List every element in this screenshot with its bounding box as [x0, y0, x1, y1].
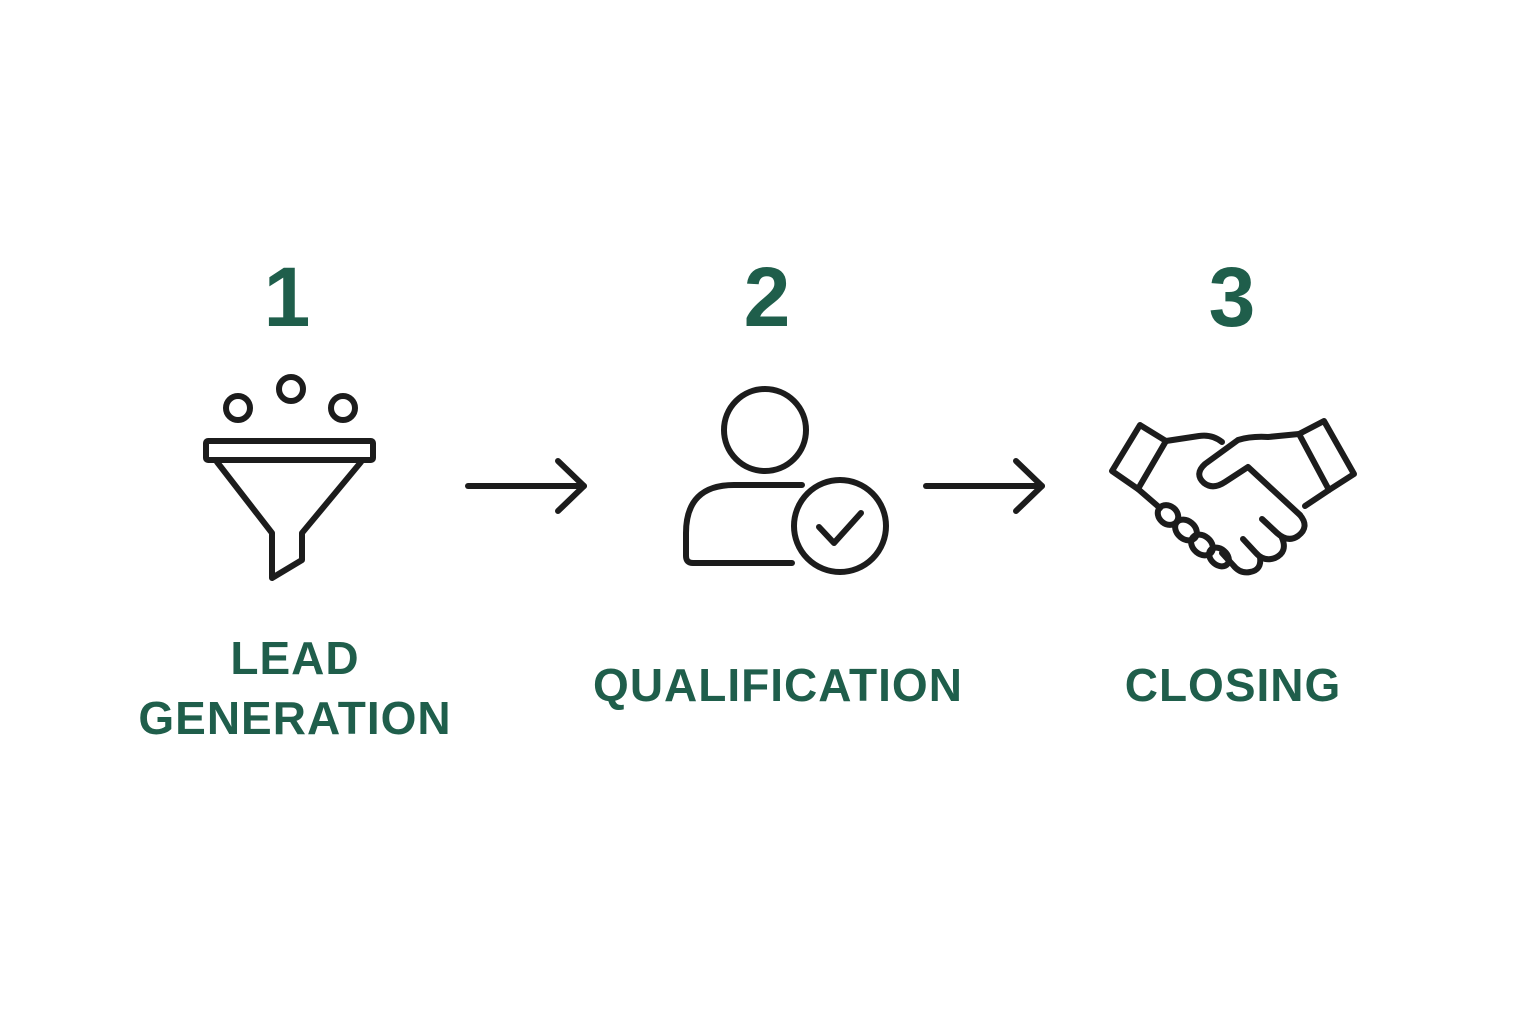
step-1-label-line-1: LEAD	[230, 632, 360, 684]
step-1-number: 1	[263, 250, 311, 344]
user-check-icon	[683, 386, 889, 575]
arrow-right-icon	[465, 458, 587, 514]
step-2-label: QUALIFICATION	[593, 659, 963, 711]
funnel-icon	[203, 374, 376, 581]
step-3-number: 3	[1208, 250, 1256, 344]
step-1-label-line-2: GENERATION	[138, 692, 452, 744]
step-3-label: CLOSING	[1124, 659, 1342, 711]
arrow-right-icon	[923, 458, 1045, 514]
handshake-icon	[1109, 418, 1357, 576]
step-1-label: LEAD GENERATION	[138, 628, 451, 748]
step-2-number: 2	[743, 250, 791, 344]
